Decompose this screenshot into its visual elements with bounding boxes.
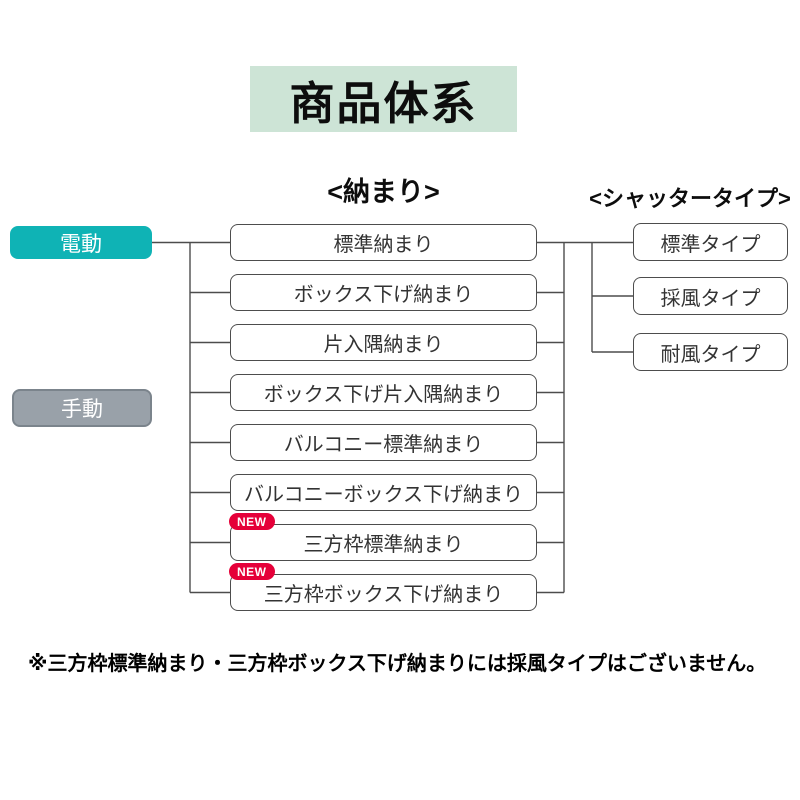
node-shutter-ventilation-type: 採風タイプ — [633, 277, 788, 315]
node-osamari-balcony-standard: バルコニー標準納まり — [230, 424, 537, 461]
node-label: 片入隅納まり — [323, 334, 444, 356]
node-label: ボックス下げ納まり — [293, 284, 474, 306]
node-label: 標準タイプ — [660, 233, 761, 256]
node-osamari-threeway-box-lowered: NEW 三方枠ボックス下げ納まり — [229, 563, 537, 611]
column-header-shutter: <シャッタータイプ> — [589, 186, 791, 211]
node-label: 採風タイプ — [660, 287, 761, 310]
node-shutter-standard-type: 標準タイプ — [633, 223, 788, 261]
node-label: バルコニー標準納まり — [283, 434, 484, 456]
node-drive-electric: 電動 — [10, 226, 152, 259]
node-label: 耐風タイプ — [660, 343, 761, 366]
node-osamari-standard: 標準納まり — [230, 224, 537, 261]
page-title: 商品体系 — [250, 66, 517, 132]
node-label: ボックス下げ片入隅納まり — [263, 384, 504, 406]
node-label: 標準納まり — [333, 234, 434, 256]
footnote: ※三方枠標準納まり・三方枠ボックス下げ納まりには採風タイプはございません。 — [28, 653, 767, 675]
column-header-osamari: <納まり> — [327, 177, 440, 207]
node-drive-manual: 手動 — [12, 389, 152, 427]
node-label: バルコニーボックス下げ納まり — [244, 484, 523, 506]
new-badge: NEW — [229, 563, 275, 580]
node-osamari-box-lowered: ボックス下げ納まり — [230, 274, 537, 311]
node-osamari-balcony-box-lowered: バルコニーボックス下げ納まり — [230, 474, 537, 511]
node-shutter-wind-resistant-type: 耐風タイプ — [633, 333, 788, 371]
node-osamari-threeway-standard: NEW 三方枠標準納まり — [229, 513, 537, 561]
new-badge: NEW — [229, 513, 275, 530]
node-label: 三方枠ボックス下げ納まり — [263, 584, 504, 606]
node-osamari-single-corner: 片入隅納まり — [230, 324, 537, 361]
node-label: 三方枠標準納まり — [303, 534, 464, 556]
node-osamari-box-lowered-single-corner: ボックス下げ片入隅納まり — [230, 374, 537, 411]
